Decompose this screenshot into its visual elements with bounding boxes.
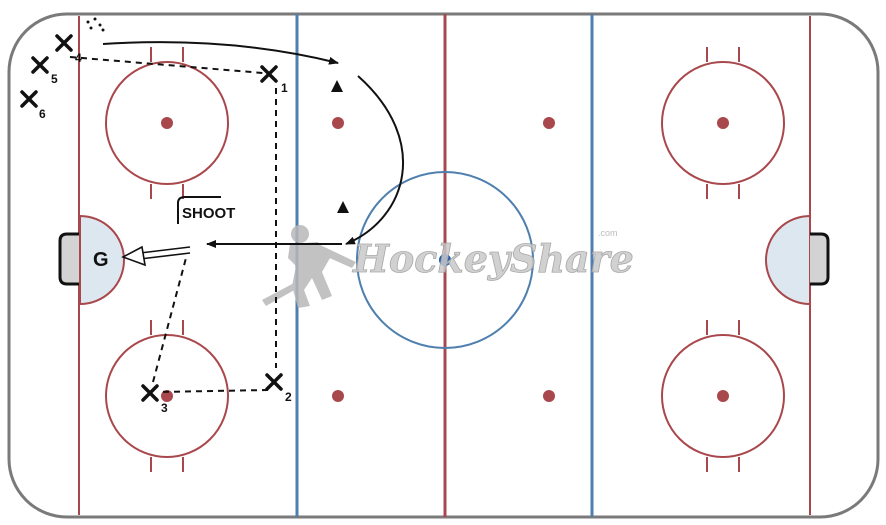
watermark-logo: HockeyShare .com	[262, 225, 634, 308]
player-x5: 5	[31, 56, 58, 86]
skate-path-x4	[102, 41, 339, 65]
neutral-dot-right-bottom	[543, 390, 555, 402]
shoot-bracket	[177, 196, 221, 224]
player-number: 6	[39, 107, 46, 121]
x-marker-icon	[141, 384, 159, 402]
watermark-suffix: .com	[598, 228, 618, 238]
x-marker-icon	[55, 34, 73, 52]
pass-paths	[69, 56, 277, 393]
cone-bottom	[337, 201, 349, 213]
cone-top	[331, 80, 343, 92]
neutral-dot-left-bottom	[332, 390, 344, 402]
faceoff-circle-right-top	[661, 47, 785, 199]
player-x1: 1	[260, 65, 288, 95]
watermark-brand: HockeyShare	[352, 236, 634, 281]
neutral-dot-left-top	[332, 117, 344, 129]
center-faceoff-dot	[439, 254, 451, 266]
x-marker-icon	[31, 56, 49, 74]
player-number: 2	[285, 390, 292, 404]
center-circle	[356, 171, 534, 349]
player-x3: 3	[141, 384, 168, 415]
pass-x2-to-x3	[157, 389, 269, 393]
x-marker-icon	[265, 373, 283, 391]
player-x2: 2	[265, 373, 292, 404]
x-marker-icon	[260, 65, 278, 83]
player-x6: 6	[20, 90, 46, 121]
player-number: 1	[281, 81, 288, 95]
player-number: 5	[51, 72, 58, 86]
faceoff-circle-right-bottom	[661, 320, 785, 472]
skater-silhouette-icon	[262, 225, 356, 308]
player-number: 4	[75, 51, 82, 65]
pucks	[86, 17, 105, 32]
shot-arrow	[121, 245, 191, 267]
left-goal-crease	[79, 214, 125, 306]
right-goal-net	[810, 232, 830, 286]
left-goal-net	[58, 232, 79, 286]
player-number: 3	[161, 401, 168, 415]
x-marker-icon	[20, 90, 38, 108]
shoot-label: SHOOT	[182, 205, 235, 222]
skate-path-curl	[345, 75, 405, 245]
neutral-dot-right-top	[543, 117, 555, 129]
player-x4: 4	[55, 34, 82, 65]
right-goal-crease	[765, 214, 811, 306]
goalie-label: G	[93, 249, 109, 271]
faceoff-circle-left-bottom	[105, 320, 229, 472]
